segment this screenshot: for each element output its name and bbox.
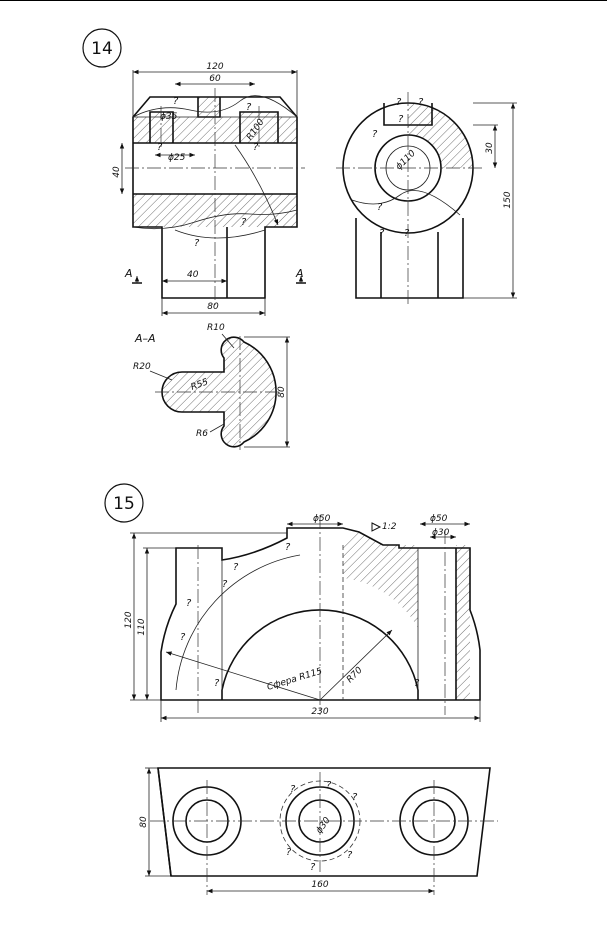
dim-section-80: 80 [277,386,287,398]
front-view-14: 120 60 ϕ35 ϕ25 R100 40 40 80 A A ? ? ? [112,62,306,316]
dim-r10: R10 [207,323,225,333]
q-mark: ? [379,228,385,239]
q-mark: ? [285,542,291,553]
dim-d50-a: ϕ50 [313,514,331,524]
q-mark: ? [214,678,220,689]
problem-15: 15 ϕ50 ϕ50 ϕ30 1:2 120 [105,484,498,895]
side-view-14: 30 150 ϕ110 ? ? ? ? ? ? ? [336,92,517,305]
section-title: A–A [134,332,156,345]
dim-slope: 1:2 [382,522,397,532]
dim-120: 120 [206,62,223,72]
top-view-15: 80 160 ϕ30 ? ? ? ? ? ? [139,768,498,895]
q-mark: ? [418,97,424,108]
q-mark: ? [377,202,383,213]
q-mark: ? [326,780,332,791]
dim-40-base: 40 [187,270,199,280]
dim-80: 80 [207,302,219,312]
q-mark: ? [180,632,186,643]
q-mark: ? [414,678,420,689]
q-mark: ? [246,102,252,113]
q-mark: ? [241,217,247,228]
dim-110-15: 110 [137,618,147,635]
dim-d35: ϕ35 [160,112,178,122]
front-view-15: ϕ50 ϕ50 ϕ30 1:2 120 110 230 Сфера R115 R… [124,514,480,722]
q-mark: ? [396,97,402,108]
q-mark: ? [173,96,179,107]
dim-160: 160 [311,880,328,890]
q-mark: ? [194,238,200,249]
problem-14-number: 14 [91,39,113,59]
q-mark: ? [157,142,163,153]
q-mark: ? [222,579,228,590]
dim-d30-top: ϕ30 [315,815,333,835]
q-mark: ? [352,792,358,803]
q-mark: ? [372,129,378,140]
q-mark: ? [286,847,292,858]
dim-30: 30 [485,142,495,154]
dim-d25: ϕ25 [168,153,186,163]
problem-15-number: 15 [113,494,135,514]
dim-40-height: 40 [112,166,122,178]
dim-d50-b: ϕ50 [430,514,448,524]
dim-120-15: 120 [124,611,134,628]
dim-r20: R20 [133,362,151,372]
problem-14: 14 [83,29,517,450]
q-mark: ? [186,598,192,609]
dim-150: 150 [503,191,513,208]
hatch-front-15b [456,545,470,700]
dim-sphere: Сфера R115 [266,667,324,693]
cut-label-left: A [124,267,133,280]
q-mark: ? [253,142,259,153]
dim-d30: ϕ30 [432,528,450,538]
hatch-front-15a [343,532,418,628]
section-a-a-14: A–A 80 R10 R20 R55 R6 [133,323,290,450]
q-mark: ? [290,784,296,795]
q-mark: ? [347,850,353,861]
dim-r6: R6 [196,429,208,439]
q-mark: ? [233,562,239,573]
cut-label-right: A [295,267,304,280]
dim-230: 230 [311,707,328,717]
dim-r70: R70 [345,665,365,685]
dim-60: 60 [209,74,221,84]
side-base-14 [356,218,463,298]
q-mark: ? [404,228,410,239]
q-mark: ? [398,114,404,125]
q-mark: ? [310,862,316,873]
dim-80-15: 80 [139,816,149,828]
